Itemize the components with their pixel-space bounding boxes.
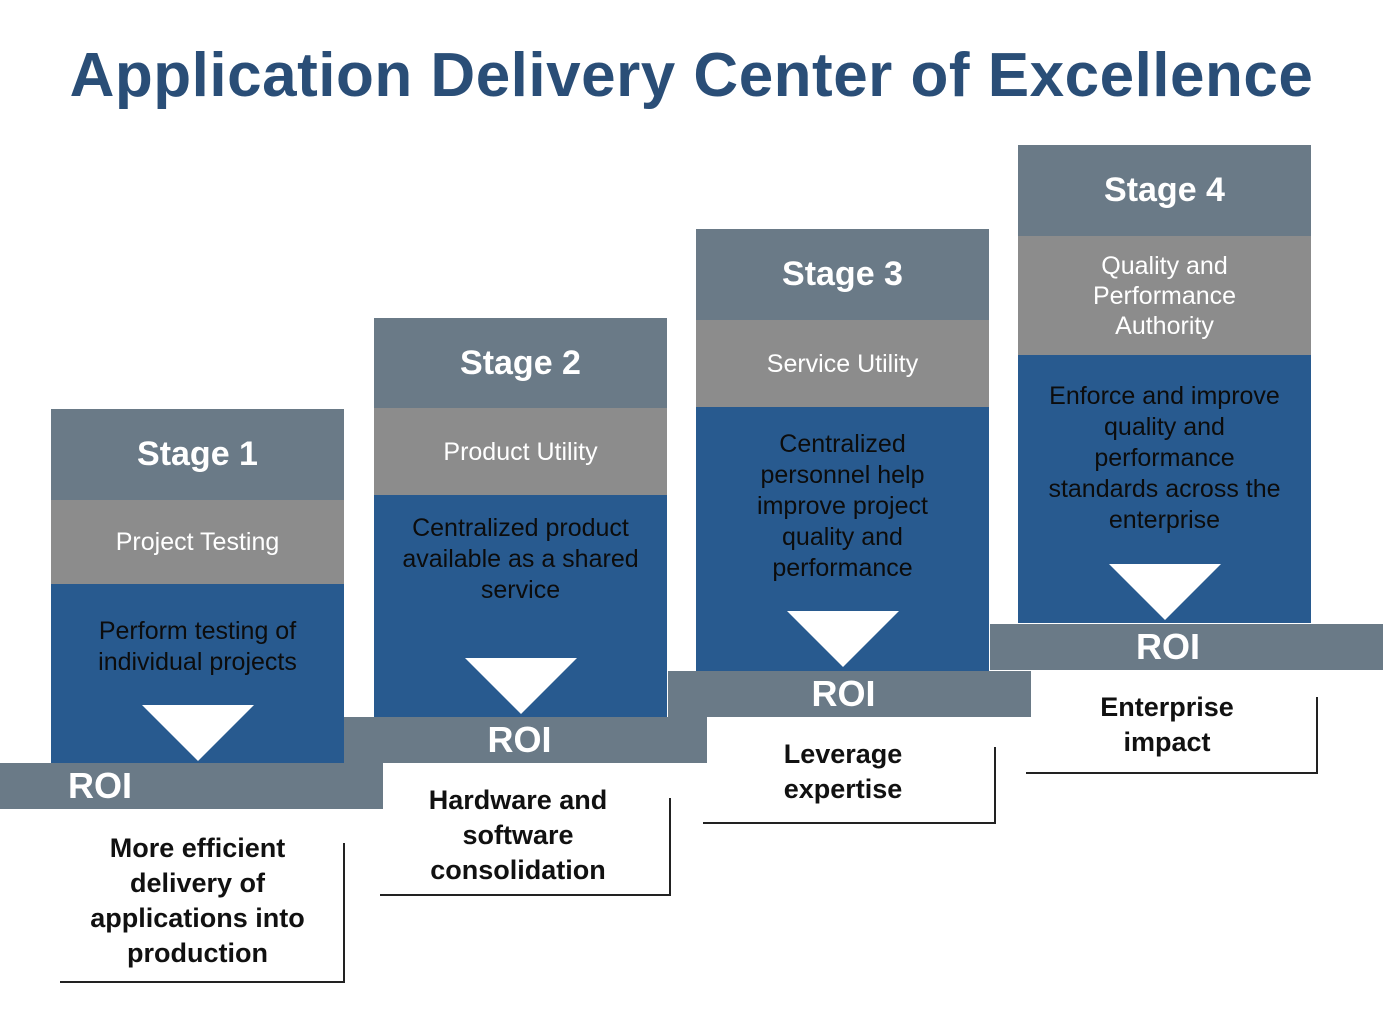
stage-description: Centralized personnel help improve proje… — [696, 407, 989, 671]
stage-header: Stage 2 — [374, 318, 667, 408]
bracket-2 — [669, 798, 671, 896]
roi-label: ROI — [67, 765, 132, 806]
roi-outcome-4: Enterprise impact — [1100, 692, 1234, 757]
down-arrow-icon — [786, 611, 899, 667]
stage-description: Centralized product available as a share… — [374, 495, 667, 717]
roi-label: ROI — [487, 719, 552, 760]
bracket-1-bottom — [60, 981, 345, 983]
stage-name: Project Testing — [51, 500, 344, 584]
page-title: Application Delivery Center of Excellenc… — [69, 41, 1314, 110]
stage-4: Stage 4 Quality and Performance Authorit… — [1018, 145, 1311, 623]
bracket-4-bottom — [1026, 772, 1318, 774]
stage-header: Stage 4 — [1018, 145, 1311, 236]
bracket-3-bottom — [703, 822, 996, 824]
stage-description: Enforce and improve quality and performa… — [1018, 355, 1311, 623]
roi-label: ROI — [1135, 626, 1200, 667]
stage-header: Stage 3 — [696, 229, 989, 320]
bracket-1 — [343, 843, 345, 983]
roi-band-4: ROI — [990, 624, 1383, 670]
stage-name: Quality and Performance Authority — [1018, 236, 1311, 355]
roi-label: ROI — [811, 673, 876, 714]
stage-description-text: Centralized product available as a share… — [402, 514, 639, 604]
bracket-3 — [994, 747, 996, 824]
down-arrow-icon — [464, 658, 577, 714]
roi-outcome-1: More efficient delivery of applications … — [90, 833, 305, 968]
stage-description-text: Centralized personnel help improve proje… — [757, 430, 928, 582]
down-arrow-icon — [141, 705, 254, 761]
bracket-4 — [1316, 697, 1318, 774]
stage-description-text: Perform testing of individual projects — [98, 617, 297, 676]
roi-outcome-3: Leverage expertise — [783, 739, 903, 804]
roi-band-2: ROI — [344, 717, 707, 763]
roi-outcome-2: Hardware and software consolidation — [428, 785, 608, 885]
stage-1: Stage 1 Project Testing Perform testing … — [51, 409, 344, 763]
stage-description: Perform testing of individual projects — [51, 584, 344, 763]
down-arrow-icon — [1108, 564, 1221, 620]
stage-name: Service Utility — [696, 320, 989, 407]
roi-band-3: ROI — [668, 671, 1031, 717]
stage-name: Product Utility — [374, 408, 667, 495]
bracket-2-bottom — [380, 894, 671, 896]
stage-3: Stage 3 Service Utility Centralized pers… — [696, 229, 989, 671]
stage-description-text: Enforce and improve quality and performa… — [1048, 382, 1281, 534]
stage-2: Stage 2 Product Utility Centralized prod… — [374, 318, 667, 717]
stage-header: Stage 1 — [51, 409, 344, 500]
roi-band-1: ROI — [0, 763, 383, 809]
